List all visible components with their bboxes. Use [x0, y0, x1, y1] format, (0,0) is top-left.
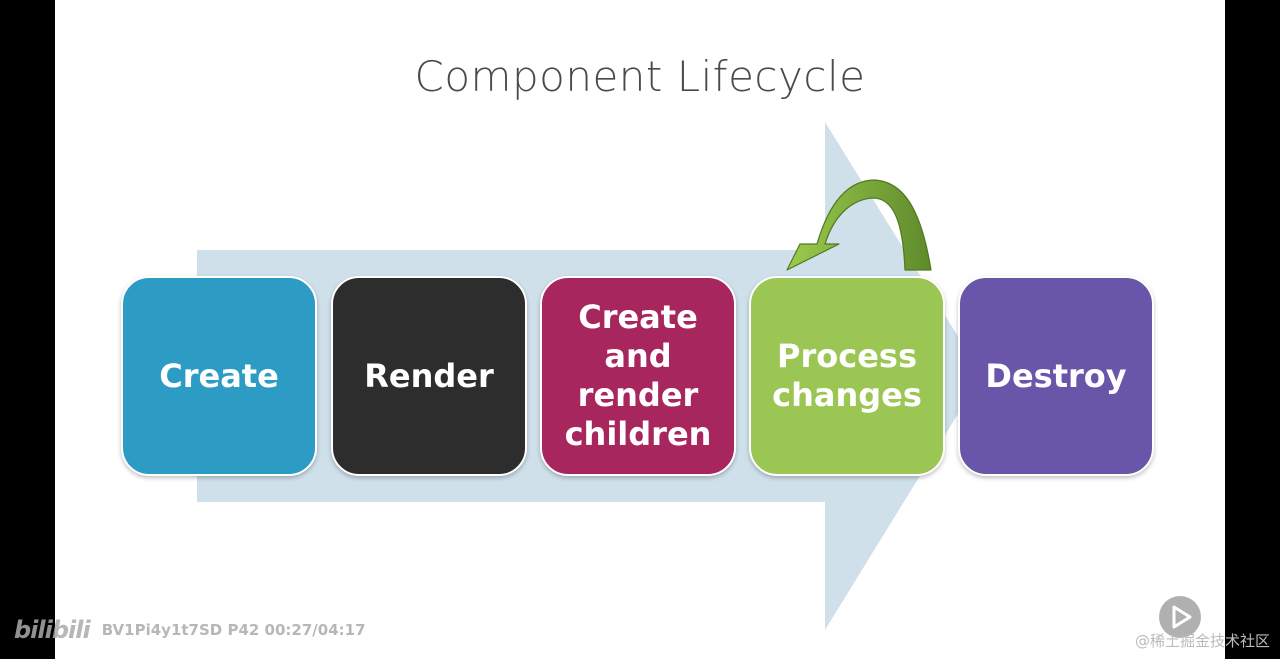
stage-process-changes: Process changes	[749, 276, 945, 476]
stage-label: Process changes	[772, 337, 922, 414]
video-watermark: bilibili BV1Pi4y1t7SD P42 00:27/04:17	[14, 612, 366, 648]
stage-label: Render	[364, 356, 494, 395]
video-info: BV1Pi4y1t7SD P42 00:27/04:17	[101, 621, 366, 639]
play-button[interactable]	[1159, 596, 1201, 638]
stage-label: Destroy	[985, 356, 1127, 395]
stage-label: Create	[159, 356, 279, 395]
stage-create-render-children: Create and render children	[540, 276, 736, 476]
stage-destroy: Destroy	[958, 276, 1154, 476]
slide: Component Lifecycle Create Render Create…	[55, 0, 1225, 659]
stage-create: Create	[121, 276, 317, 476]
bilibili-logo: bilibili	[14, 616, 91, 644]
loop-arrow-icon	[786, 179, 932, 271]
play-icon	[1172, 605, 1192, 629]
credit-text: @稀土掘金技术社区	[1134, 632, 1270, 650]
stage-render: Render	[331, 276, 527, 476]
slide-title: Component Lifecycle	[414, 52, 866, 101]
stage-label: Create and render children	[564, 298, 712, 453]
